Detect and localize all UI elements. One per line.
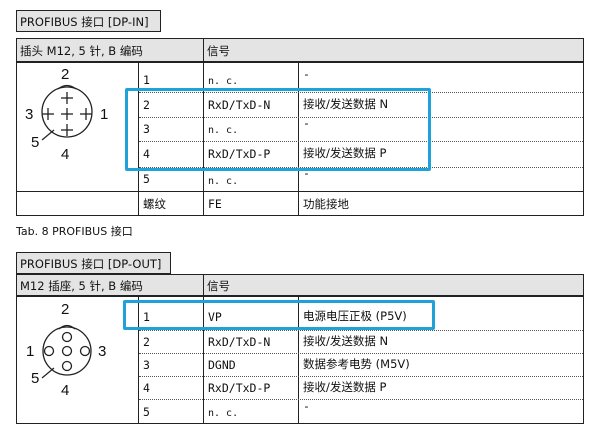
table2-row1-signal: 电源电压正极 (P5V): [303, 309, 407, 323]
table1-col-header-connector: 插头 M12, 5 针, B 编码: [20, 44, 143, 58]
table2-col-header-signal: 信号: [207, 279, 230, 293]
socket-pin-label-2: 2: [61, 301, 70, 318]
table1-row2-pin: 2: [143, 98, 150, 112]
highlight-box-vp-row: [123, 300, 435, 330]
table2-row3-pin: 3: [143, 358, 150, 372]
table1-row6-pin: 螺纹: [143, 197, 166, 211]
table1-col-header-signal: 信号: [207, 44, 230, 58]
table2-row4-code: RxD/TxD-P: [208, 381, 271, 395]
table2-row5-signal: -: [303, 399, 310, 413]
socket-pin-label-4: 4: [61, 382, 70, 399]
table2-row2-pin: 2: [143, 335, 150, 349]
plug-pin-label-1: 1: [100, 106, 109, 123]
table2-header-row: M12 插座, 5 针, B 编码 信号: [16, 274, 584, 296]
table1-row1-pin: 1: [143, 73, 150, 87]
table1-row1-code: n. c.: [208, 76, 239, 87]
table1-row5-pin: 5: [143, 172, 150, 186]
table1-row5-code: n. c.: [208, 176, 239, 187]
table1-title-bar: PROFIBUS 接口 [DP-IN]: [16, 10, 161, 32]
table2-title: PROFIBUS 接口 [DP-OUT]: [20, 257, 162, 271]
plug-pin-diagram-icon: [41, 84, 93, 141]
socket-pin-label-3: 3: [98, 343, 107, 360]
table1-row4-signal: 接收/发送数据 P: [303, 146, 387, 160]
table1-row2-code: RxD/TxD-N: [208, 98, 271, 112]
table2-title-bar: PROFIBUS 接口 [DP-OUT]: [16, 252, 171, 274]
table2-row3-signal: 数据参考电势 (M5V): [303, 357, 410, 371]
plug-pin-label-5: 5: [31, 134, 40, 151]
highlight-box-rxd-txd-rows: [125, 88, 431, 171]
plug-pin-label-4: 4: [61, 146, 70, 163]
table1-row4-code: RxD/TxD-P: [208, 147, 271, 161]
table1-title: PROFIBUS 接口 [DP-IN]: [20, 15, 149, 29]
table1-row6-signal: 功能接地: [303, 197, 349, 211]
m12-plug-connector-diagram: 2 3 1 5 4: [20, 64, 135, 164]
table1-row4-pin: 4: [143, 147, 150, 161]
table1-row3-pin: 3: [143, 122, 150, 136]
socket-pin-label-5: 5: [31, 370, 40, 387]
table2-row3-code: DGND: [208, 358, 236, 372]
table1-row1-signal: -: [303, 67, 310, 81]
table2-row5-pin: 5: [143, 405, 150, 419]
m12-socket-connector-diagram: 2 1 3 5 4: [20, 300, 135, 400]
table2-row4-pin: 4: [143, 381, 150, 395]
table2-row1-pin: 1: [143, 310, 150, 324]
socket-pin-label-1: 1: [26, 343, 35, 360]
table2-row4-signal: 接收/发送数据 P: [303, 380, 387, 394]
table2-body: [16, 296, 584, 424]
table2-col-header-connector: M12 插座, 5 针, B 编码: [20, 279, 143, 293]
plug-pin-label-3: 3: [25, 106, 34, 123]
plug-pin-label-2: 2: [61, 66, 70, 83]
table1-row2-signal: 接收/发送数据 N: [303, 97, 389, 111]
table1-row3-code: n. c.: [208, 125, 239, 136]
table2-row2-signal: 接收/发送数据 N: [303, 334, 389, 348]
table1-caption: Tab. 8 PROFIBUS 接口: [16, 225, 133, 238]
table1-body: [16, 62, 584, 216]
table1-row5-signal: -: [303, 166, 310, 180]
table1-header-row: 插头 M12, 5 针, B 编码 信号: [16, 38, 584, 62]
table1-row6-code: FE: [208, 197, 222, 211]
table2-row2-code: RxD/TxD-N: [208, 335, 271, 349]
socket-pin-diagram-icon: [41, 324, 92, 379]
table2-row5-code: n. c.: [208, 408, 239, 419]
table2-row1-code: VP: [208, 310, 222, 324]
table1-row3-signal: -: [303, 116, 310, 130]
